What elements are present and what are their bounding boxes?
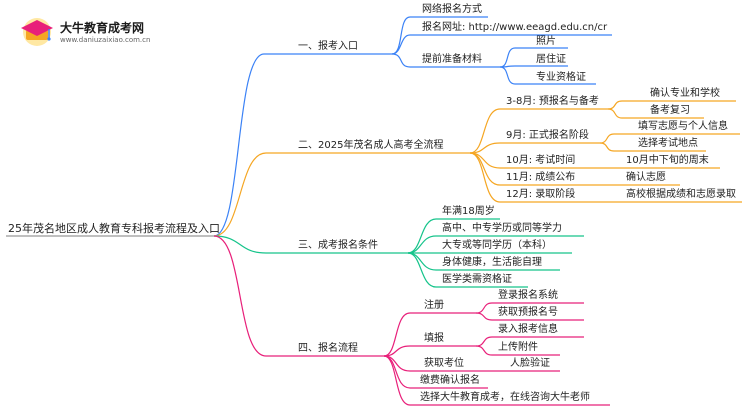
b2-stage-3: 10月: 考试时间 bbox=[506, 155, 576, 166]
logo: 大牛教育成考网 www.daniuzaixiao.com.cn bbox=[18, 14, 188, 50]
b2-stage-3a: 10月中下旬的周末 bbox=[626, 155, 709, 166]
b2-stage-4: 11月: 成绩公布 bbox=[506, 172, 576, 183]
branch-1-label: 一、报考入口 bbox=[298, 41, 358, 52]
b4-step-3: 获取考位 bbox=[424, 358, 464, 369]
logo-domain: www.daniuzaixiao.com.cn bbox=[60, 36, 151, 44]
branch-1-connectors bbox=[213, 16, 612, 237]
b4-step-1a: 登录报名系统 bbox=[498, 290, 558, 301]
b1-node-2: 报名网址: http://www.eeagd.edu.cn/cr bbox=[422, 22, 608, 33]
graduation-cap-icon bbox=[21, 18, 53, 46]
b4-step-1: 注册 bbox=[424, 300, 444, 311]
b1-material-1: 照片 bbox=[536, 36, 556, 47]
b2-stage-1: 3-8月: 预报名与备考 bbox=[506, 96, 599, 107]
branch-3-connectors bbox=[213, 218, 584, 288]
b2-stage-2a: 填写志愿与个人信息 bbox=[638, 121, 728, 132]
b3-condition-4: 身体健康，生活能自理 bbox=[442, 257, 542, 268]
root-node: 25年茂名地区成人教育专科报考流程及入口 bbox=[8, 222, 220, 235]
b2-stage-1a: 确认专业和学校 bbox=[650, 88, 720, 99]
b4-step-5: 选择大牛教育成考，在线咨询大牛老师 bbox=[420, 392, 590, 403]
b2-stage-2: 9月: 正式报名阶段 bbox=[506, 130, 589, 141]
branch-2-connectors bbox=[213, 100, 742, 237]
b2-stage-1b: 备考复习 bbox=[650, 105, 690, 116]
logo-name: 大牛教育成考网 bbox=[60, 21, 145, 35]
b3-condition-5: 医学类需资格证 bbox=[442, 274, 512, 285]
b3-condition-1: 年满18周岁 bbox=[442, 206, 495, 217]
b1-node-3: 提前准备材料 bbox=[422, 54, 482, 65]
b3-condition-3: 大专或等同学历（本科） bbox=[442, 240, 552, 251]
b1-material-3: 专业资格证 bbox=[536, 72, 586, 83]
b3-condition-2: 高中、中专学历或同等学力 bbox=[442, 223, 562, 234]
b4-step-4: 缴费确认报名 bbox=[420, 375, 480, 386]
branch-4-label: 四、报名流程 bbox=[298, 343, 358, 354]
b4-step-2a: 录入报考信息 bbox=[498, 324, 558, 335]
b2-stage-5: 12月: 录取阶段 bbox=[506, 189, 576, 200]
b4-step-2: 填报 bbox=[424, 333, 444, 344]
b1-material-2: 居住证 bbox=[536, 54, 566, 65]
branch-3-label: 三、成考报名条件 bbox=[298, 240, 378, 251]
b2-stage-4a: 确认志愿 bbox=[626, 172, 666, 183]
branch-4-connectors bbox=[213, 235, 610, 406]
branch-2-label: 二、2025年茂名成人高考全流程 bbox=[298, 140, 444, 151]
b4-step-3a: 人脸验证 bbox=[510, 358, 550, 369]
b4-step-2b: 上传附件 bbox=[498, 342, 538, 353]
b4-step-1b: 获取预报名号 bbox=[498, 307, 558, 318]
b2-stage-2b: 选择考试地点 bbox=[638, 138, 698, 149]
b2-stage-5a: 高校根据成绩和志愿录取 bbox=[626, 189, 736, 200]
b1-node-1: 网络报名方式 bbox=[422, 4, 482, 15]
